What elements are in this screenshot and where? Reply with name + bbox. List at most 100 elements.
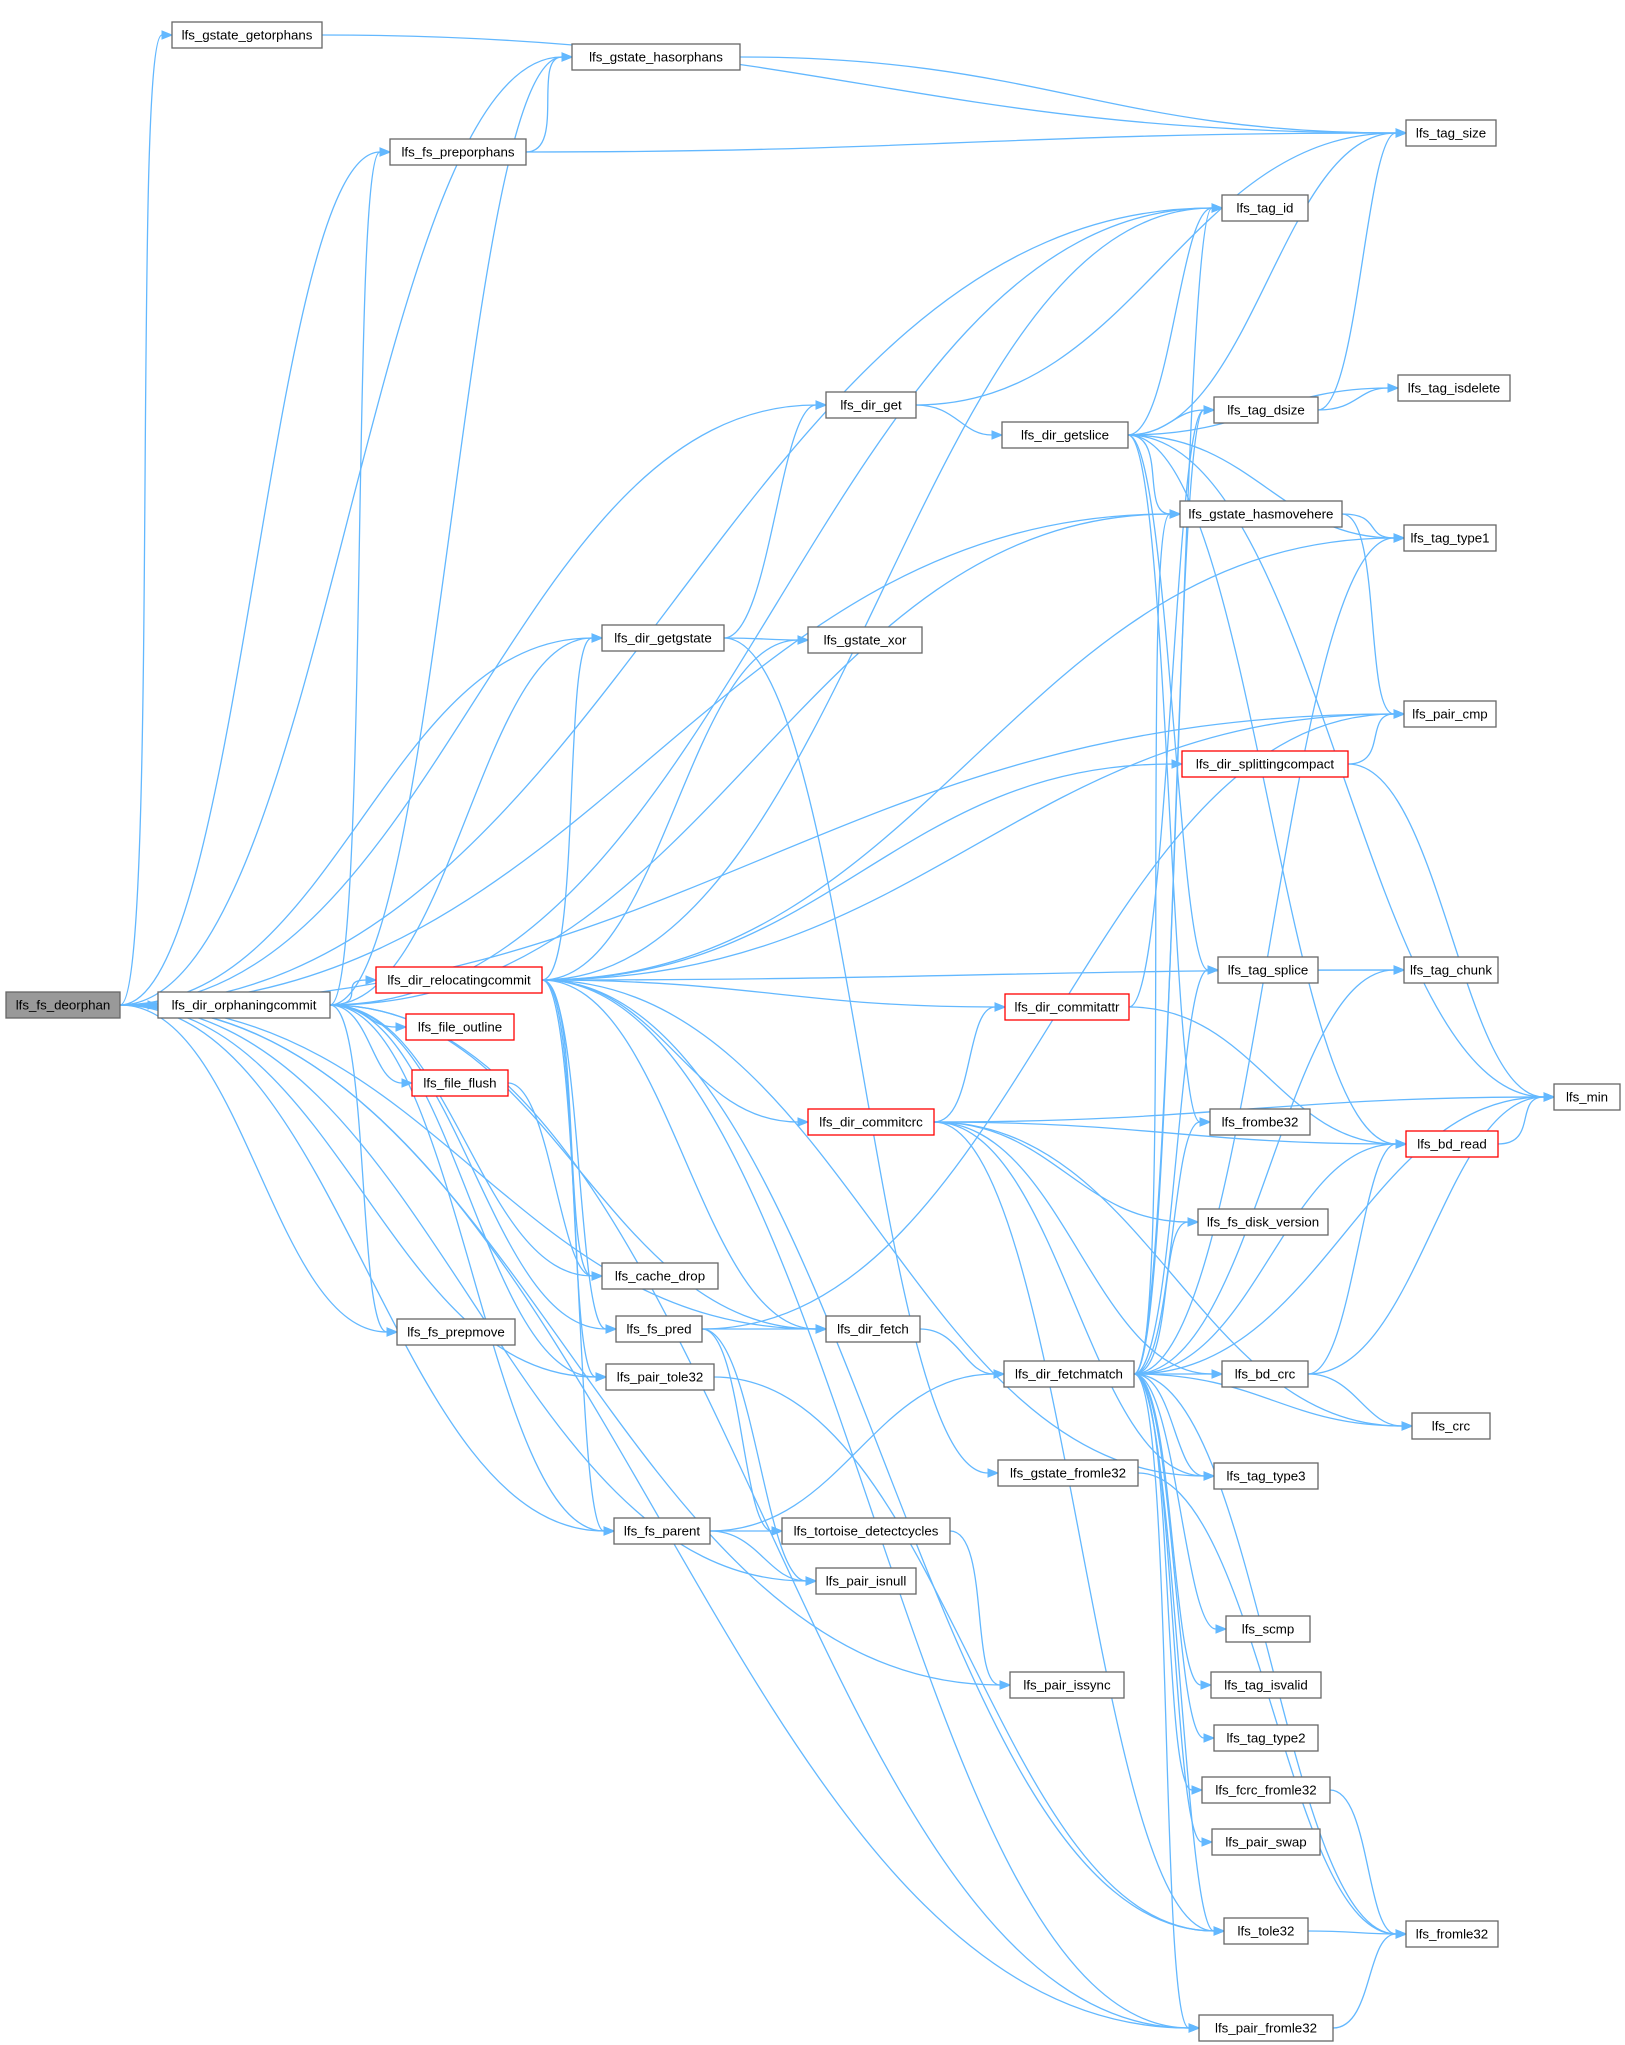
graph-node-lfs-dir-get[interactable]: lfs_dir_get [825, 391, 917, 419]
edge-line [1133, 207, 1213, 1375]
call-edge [541, 979, 618, 1334]
edge-arrowhead [1393, 709, 1406, 719]
call-edge [1133, 965, 1406, 1375]
node-label: lfs_dir_fetchmatch [1015, 1367, 1123, 1382]
edge-arrowhead [591, 1271, 604, 1281]
graph-node-lfs-tag-id[interactable]: lfs_tag_id [1221, 194, 1309, 222]
call-edge [1307, 1092, 1556, 1375]
graph-node-lfs-dir-getslice[interactable]: lfs_dir_getslice [1001, 421, 1129, 449]
call-edge [1133, 1373, 1214, 1847]
edge-line [1133, 1373, 1403, 1427]
call-edge [1133, 1373, 1228, 1634]
graph-node-lfs-tag-type3[interactable]: lfs_tag_type3 [1213, 1462, 1319, 1490]
edge-line [119, 513, 1171, 1006]
graph-node-lfs-tag-type1[interactable]: lfs_tag_type1 [1403, 524, 1497, 552]
edge-line [1127, 434, 1395, 539]
node-label: lfs_dir_fetch [837, 1322, 909, 1337]
graph-node-lfs-fs-prepmove[interactable]: lfs_fs_prepmove [396, 1318, 516, 1346]
edge-line [329, 56, 563, 1006]
edge-line [1133, 1373, 1202, 1686]
graph-node-lfs-fcrc-fromle32[interactable]: lfs_fcrc_fromle32 [1201, 1776, 1331, 1804]
node-box [1198, 2014, 1334, 2042]
call-edge [723, 400, 828, 639]
node-label: lfs_dir_commitcrc [819, 1115, 923, 1130]
call-edge [1127, 203, 1224, 436]
call-edge [119, 400, 828, 1006]
graph-node-lfs-pair-issync[interactable]: lfs_pair_issync [1009, 1671, 1125, 1699]
call-edge [713, 1376, 1226, 1936]
graph-node-lfs-tag-isdelete[interactable]: lfs_tag_isdelete [1397, 374, 1511, 402]
graph-node-lfs-file-flush[interactable]: lfs_file_flush [411, 1069, 509, 1097]
graph-node-lfs-fs-preporphans[interactable]: lfs_fs_preporphans [389, 138, 527, 166]
call-edge [1133, 965, 1220, 1375]
graph-node-lfs-pair-swap[interactable]: lfs_pair_swap [1211, 1828, 1321, 1856]
node-label: lfs_dir_get [840, 398, 902, 413]
edge-arrowhead [987, 1468, 1000, 1478]
graph-node-lfs-min[interactable]: lfs_min [1553, 1083, 1621, 1111]
graph-node-lfs-tag-chunk[interactable]: lfs_tag_chunk [1403, 956, 1499, 984]
graph-node-lfs-dir-splittingcompact[interactable]: lfs_dir_splittingcompact [1181, 750, 1349, 778]
graph-node-lfs-gstate-hasorphans[interactable]: lfs_gstate_hasorphans [571, 43, 741, 71]
node-label: lfs_dir_splittingcompact [1196, 757, 1335, 772]
call-edge [329, 203, 1224, 1006]
edge-arrowhead [805, 1576, 818, 1586]
call-edge [933, 1121, 1216, 1481]
graph-node-lfs-dir-fetch[interactable]: lfs_dir_fetch [825, 1315, 921, 1343]
graph-node-lfs-fromle32[interactable]: lfs_fromle32 [1405, 1920, 1499, 1948]
graph-node-lfs-gstate-hasmovehere[interactable]: lfs_gstate_hasmovehere [1179, 500, 1343, 528]
edge-arrowhead [161, 30, 174, 40]
graph-node-lfs-pair-cmp[interactable]: lfs_pair_cmp [1403, 700, 1497, 728]
graph-node-lfs-crc[interactable]: lfs_crc [1411, 1412, 1491, 1440]
graph-node-lfs-bd-crc[interactable]: lfs_bd_crc [1221, 1360, 1309, 1388]
call-edge [702, 1324, 828, 1334]
edge-line [541, 207, 1213, 981]
graph-node-lfs-bd-read[interactable]: lfs_bd_read [1405, 1130, 1499, 1158]
graph-node-lfs-dir-fetchmatch[interactable]: lfs_dir_fetchmatch [1003, 1360, 1135, 1388]
graph-node-lfs-tag-type2[interactable]: lfs_tag_type2 [1213, 1724, 1319, 1752]
graph-node-lfs-gstate-getorphans[interactable]: lfs_gstate_getorphans [171, 21, 323, 49]
graph-node-lfs-pair-fromle32[interactable]: lfs_pair_fromle32 [1198, 2014, 1334, 2042]
edge-arrowhead [605, 1324, 618, 1334]
graph-node-lfs-gstate-fromle32[interactable]: lfs_gstate_fromle32 [997, 1459, 1139, 1487]
graph-node-lfs-frombe32[interactable]: lfs_frombe32 [1209, 1108, 1311, 1136]
graph-node-lfs-dir-getgstate[interactable]: lfs_dir_getgstate [601, 624, 725, 652]
graph-node-lfs-dir-relocatingcommit[interactable]: lfs_dir_relocatingcommit [375, 966, 543, 994]
graph-node-lfs-tortoise-detectcycles[interactable]: lfs_tortoise_detectcycles [781, 1517, 951, 1545]
graph-node-lfs-pair-tole32[interactable]: lfs_pair_tole32 [605, 1363, 715, 1391]
graph-node-lfs-file-outline[interactable]: lfs_file_outline [405, 1013, 515, 1041]
edge-arrowhead [1395, 128, 1408, 138]
node-label: lfs_dir_orphaningcommit [172, 998, 317, 1013]
node-label: lfs_pair_issync [1023, 1678, 1111, 1693]
graph-node-lfs-fs-pred[interactable]: lfs_fs_pred [615, 1315, 703, 1343]
graph-node-lfs-fs-parent[interactable]: lfs_fs_parent [613, 1517, 711, 1545]
edge-arrowhead [386, 1327, 399, 1337]
graph-node-lfs-tag-splice[interactable]: lfs_tag_splice [1217, 956, 1319, 984]
call-edge [1133, 1373, 1216, 1481]
call-edge [119, 509, 1182, 1006]
edge-line [1133, 1373, 1397, 1935]
graph-node-lfs-cache-drop[interactable]: lfs_cache_drop [601, 1262, 719, 1290]
graph-node-lfs-dir-orphaningcommit[interactable]: lfs_dir_orphaningcommit [157, 991, 331, 1019]
edge-line [321, 34, 1397, 134]
graph-node-lfs-scmp[interactable]: lfs_scmp [1225, 1615, 1311, 1643]
edge-line [541, 979, 996, 1008]
node-box [1001, 421, 1129, 449]
call-edge [329, 1004, 1201, 2033]
graph-node-lfs-tag-dsize[interactable]: lfs_tag_dsize [1213, 396, 1319, 424]
node-box [1213, 1462, 1319, 1490]
node-box [405, 1013, 515, 1041]
graph-node-lfs-gstate-xor[interactable]: lfs_gstate_xor [807, 626, 923, 654]
graph-node-lfs-tag-size[interactable]: lfs_tag_size [1405, 119, 1497, 147]
node-label: lfs_file_outline [418, 1020, 502, 1035]
graph-node-lfs-dir-commitattr[interactable]: lfs_dir_commitattr [1004, 993, 1130, 1021]
graph-node-lfs-pair-isnull[interactable]: lfs_pair_isnull [815, 1567, 917, 1595]
edge-line [119, 34, 163, 1006]
graph-node-lfs-fs-disk-version[interactable]: lfs_fs_disk_version [1197, 1208, 1329, 1236]
edge-line [949, 1530, 1001, 1686]
graph-node-lfs-tole32[interactable]: lfs_tole32 [1223, 1917, 1309, 1945]
node-label: lfs_tag_isdelete [1408, 381, 1500, 396]
graph-node-lfs-tag-isvalid[interactable]: lfs_tag_isvalid [1210, 1671, 1322, 1699]
node-box [1397, 374, 1511, 402]
call-edge [541, 633, 604, 981]
graph-node-lfs-dir-commitcrc[interactable]: lfs_dir_commitcrc [807, 1108, 935, 1136]
